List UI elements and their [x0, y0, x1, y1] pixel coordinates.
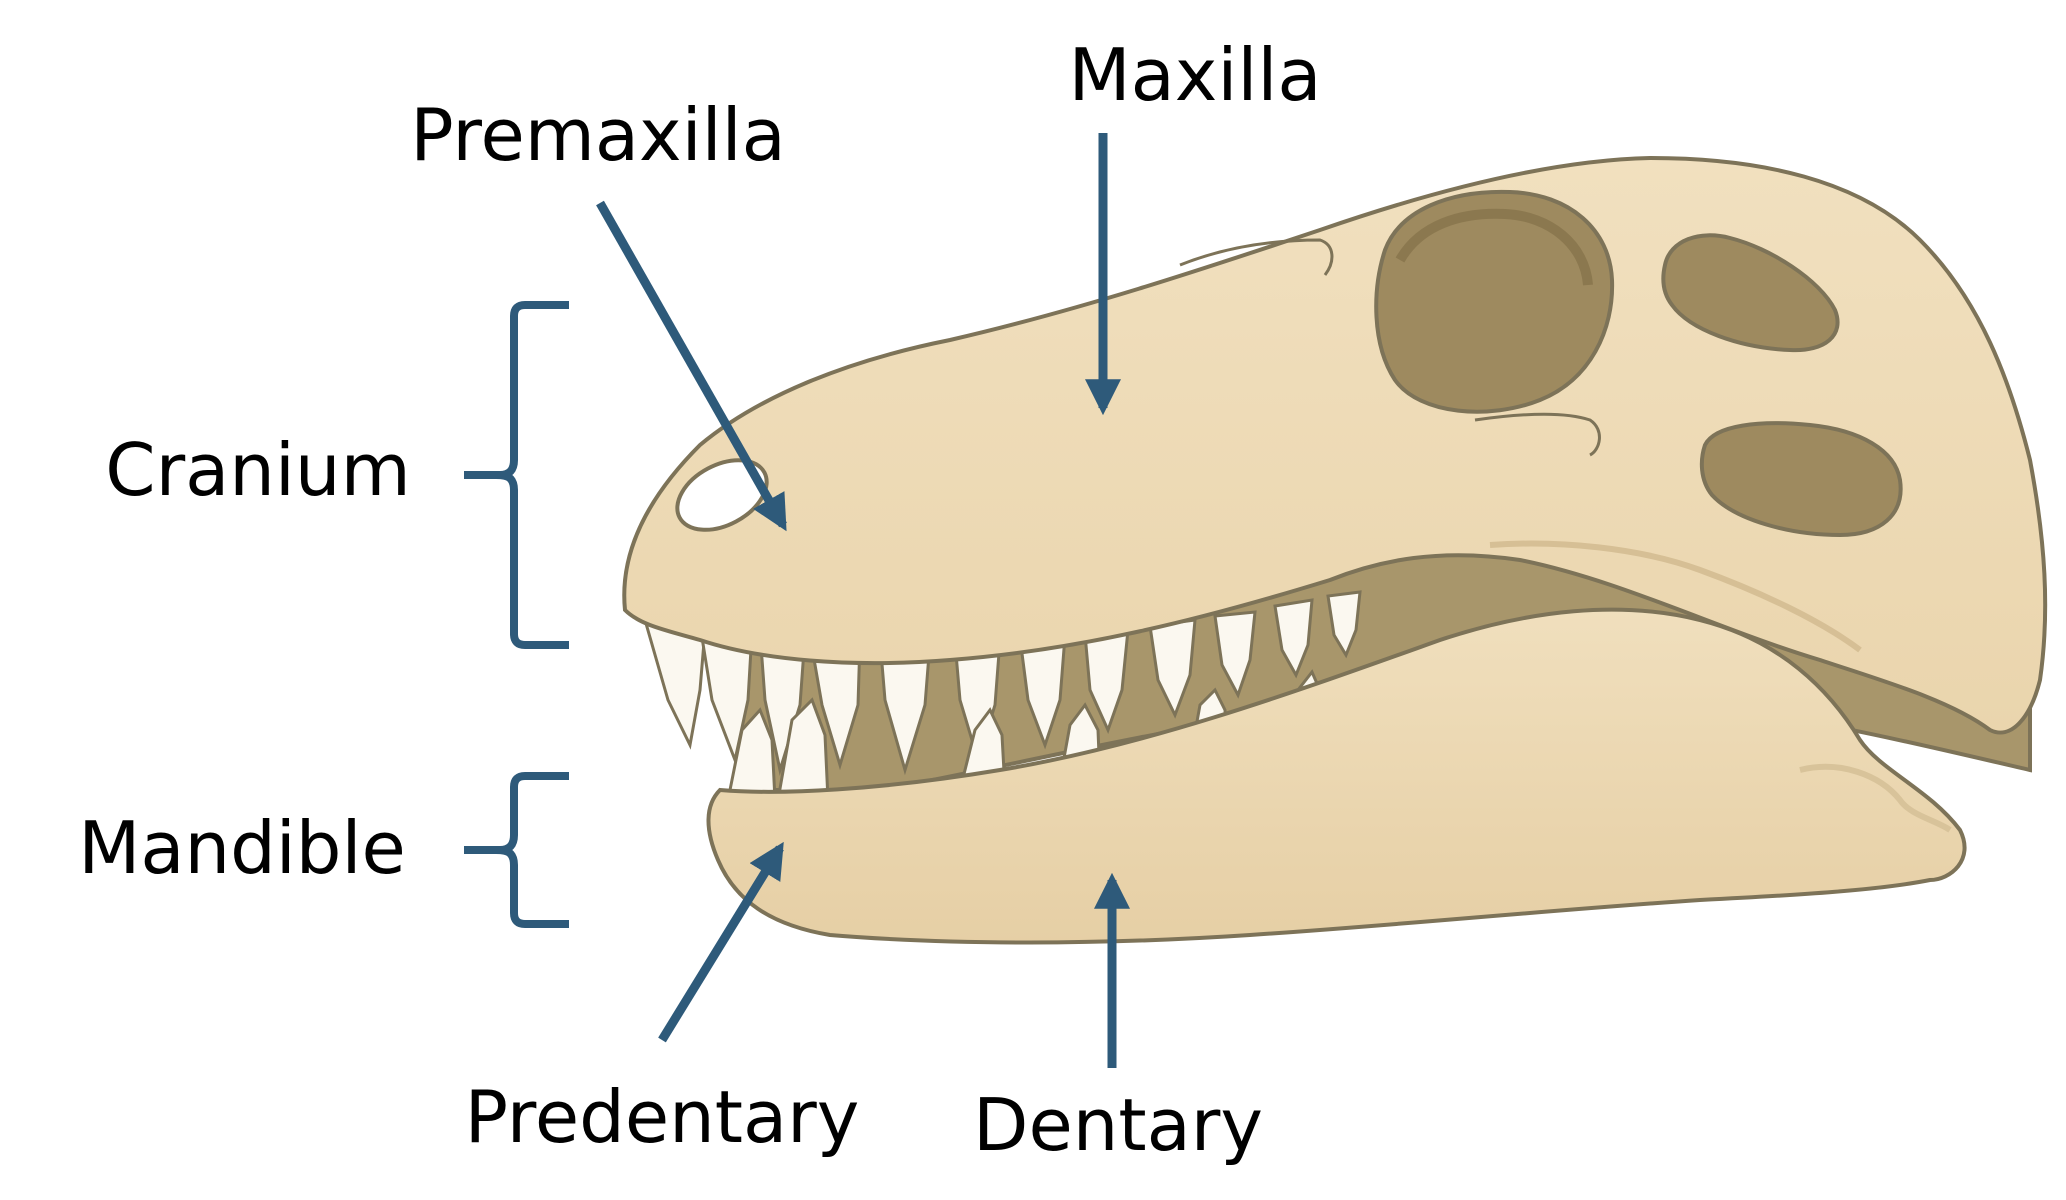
label-maxilla: Maxilla — [1069, 33, 1322, 117]
mandible-bracket — [464, 772, 569, 928]
labels: Maxilla Premaxilla Cranium Mandible Pred… — [78, 33, 1321, 1167]
cranium-bracket — [464, 301, 569, 649]
lower-fenestra — [1699, 421, 1903, 538]
arrow-premaxilla — [596, 200, 787, 532]
upper-fenestra — [1661, 233, 1840, 353]
upper-teeth — [642, 590, 1362, 776]
arrow-predentary — [658, 841, 784, 1043]
label-mandible: Mandible — [78, 806, 406, 890]
brackets — [464, 301, 569, 928]
mandible-bone — [706, 607, 1967, 945]
skull-illustration — [622, 155, 2048, 945]
label-dentary: Dentary — [973, 1083, 1263, 1167]
label-cranium: Cranium — [105, 428, 410, 512]
nostril-opening — [675, 458, 769, 532]
label-predentary: Predentary — [465, 1075, 860, 1159]
maxilla-ridge — [1179, 238, 1334, 276]
mandible-joint — [1799, 763, 1952, 833]
orbit-opening — [1374, 189, 1615, 414]
arrows — [596, 133, 1130, 1068]
cheek-line — [1489, 540, 1862, 653]
jugal-line — [1474, 412, 1601, 457]
label-premaxilla: Premaxilla — [410, 93, 785, 177]
